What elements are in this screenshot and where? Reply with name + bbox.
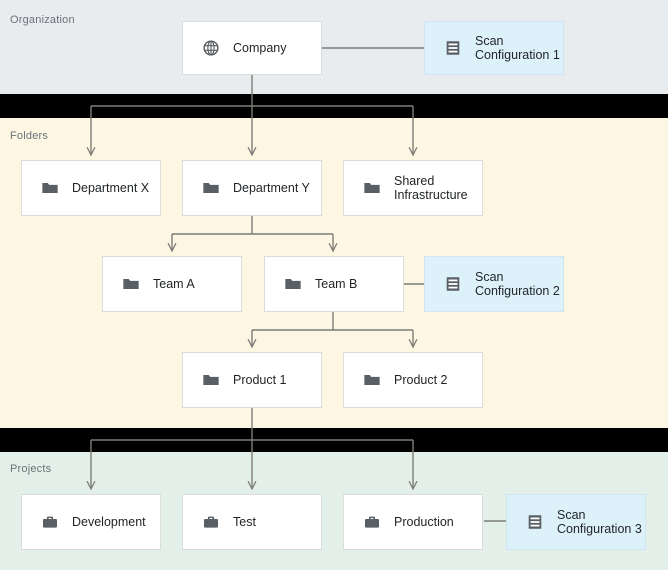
folder-icon — [362, 370, 382, 390]
scan-config-icon — [443, 38, 463, 58]
node-production-label: Production — [394, 515, 454, 529]
folder-icon — [362, 178, 382, 198]
scan-config-icon — [443, 274, 463, 294]
node-department-x[interactable]: Department X — [21, 160, 161, 216]
node-scan-configuration-1-label: Scan Configuration 1 — [475, 34, 560, 62]
band-label-organization: Organization — [10, 14, 75, 26]
node-team-b[interactable]: Team B — [264, 256, 404, 312]
section-divider-top — [0, 94, 668, 118]
band-organization — [0, 0, 668, 94]
briefcase-icon — [362, 512, 382, 532]
node-product-2-label: Product 2 — [394, 373, 448, 387]
scan-config-icon — [525, 512, 545, 532]
band-label-folders: Folders — [10, 130, 49, 142]
briefcase-icon — [201, 512, 221, 532]
folder-icon — [40, 178, 60, 198]
section-divider-bottom — [0, 428, 668, 452]
node-test[interactable]: Test — [182, 494, 322, 550]
band-label-projects: Projects — [10, 463, 52, 475]
briefcase-icon — [40, 512, 60, 532]
node-scan-configuration-2[interactable]: Scan Configuration 2 — [424, 256, 564, 312]
node-team-a-label: Team A — [153, 277, 195, 291]
node-department-y[interactable]: Department Y — [182, 160, 322, 216]
node-shared-infrastructure-label: Shared Infrastructure — [394, 174, 468, 202]
globe-icon — [201, 38, 221, 58]
node-development[interactable]: Development — [21, 494, 161, 550]
node-scan-configuration-1[interactable]: Scan Configuration 1 — [424, 21, 564, 75]
node-company[interactable]: Company — [182, 21, 322, 75]
node-scan-configuration-2-label: Scan Configuration 2 — [475, 270, 560, 298]
node-company-label: Company — [233, 41, 287, 55]
node-scan-configuration-3[interactable]: Scan Configuration 3 — [506, 494, 646, 550]
node-product-1[interactable]: Product 1 — [182, 352, 322, 408]
folder-icon — [201, 178, 221, 198]
folder-icon — [283, 274, 303, 294]
node-development-label: Development — [72, 515, 146, 529]
node-product-1-label: Product 1 — [233, 373, 287, 387]
node-team-a[interactable]: Team A — [102, 256, 242, 312]
node-test-label: Test — [233, 515, 256, 529]
node-product-2[interactable]: Product 2 — [343, 352, 483, 408]
node-team-b-label: Team B — [315, 277, 358, 291]
node-shared-infrastructure[interactable]: Shared Infrastructure — [343, 160, 483, 216]
node-department-x-label: Department X — [72, 181, 150, 195]
folder-icon — [201, 370, 221, 390]
node-scan-configuration-3-label: Scan Configuration 3 — [557, 508, 642, 536]
node-department-y-label: Department Y — [233, 181, 310, 195]
folder-icon — [121, 274, 141, 294]
node-production[interactable]: Production — [343, 494, 483, 550]
